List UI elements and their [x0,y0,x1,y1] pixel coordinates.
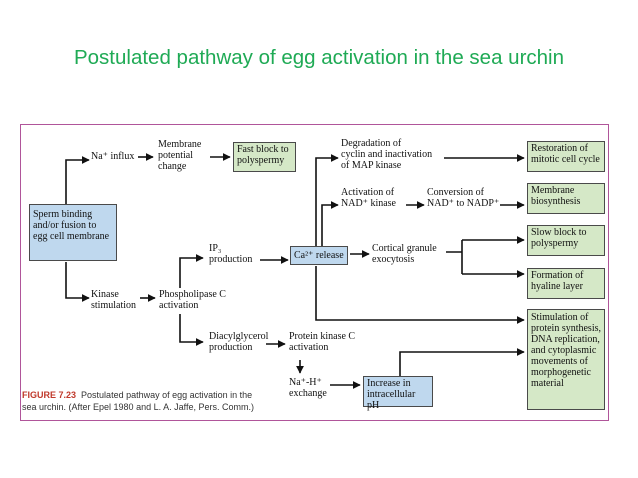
cortical-granule-label: Cortical granule exocytosis [372,243,437,265]
arrow-sperm-kinase [65,262,90,302]
arrow-ca-stimulation [315,266,525,324]
degradation-label: Degradation of cyclin and inactivation o… [341,138,433,171]
fast-block-box: Fast block to polyspermy [233,142,296,172]
cortical-bracket [446,240,463,274]
arrow-ca-degradation [315,154,339,246]
stimulation-box: Stimulation of protein synthesis, DNA re… [527,309,605,410]
ip3-label: IP₃ production [209,243,253,265]
arrow-sperm-na [65,156,90,205]
arrow-ca-nad [321,201,339,246]
figure-frame [20,124,609,421]
na-influx-label: Na⁺ influx [91,151,135,162]
activation-nad-label: Activation of NAD⁺ kinase [341,187,396,209]
na-h-exchange-label: Na⁺-H⁺ exchange [289,377,327,399]
figure-caption: FIGURE 7.23 Postulated pathway of egg ac… [22,390,254,412]
sperm-binding-box: Sperm binding and/or fusion to egg cell … [29,204,117,261]
membrane-potential-label: Membrane potential change [158,139,202,172]
restoration-box: Restoration of mitotic cell cycle [527,141,605,172]
hyaline-layer-box: Formation of hyaline layer [527,268,605,299]
arrow-plc-dag [179,314,204,346]
kinase-stimulation-label: Kinase stimulation [91,289,136,311]
arrow-ph-stimulation [399,348,525,376]
protein-kinase-c-label: Protein kinase C activation [289,331,356,353]
slide-title: Postulated pathway of egg activation in … [73,46,565,69]
ca-release-box: Ca²⁺ release [290,246,348,265]
increase-ph-box: Increase in intracellular pH [363,376,433,411]
slow-block-box: Slow block to polyspermy [527,225,605,256]
arrow-plc-ip3 [179,254,204,288]
phospholipase-label: Phospholipase C activation [159,289,226,311]
membrane-biosynthesis-box: Membrane biosynthesis [527,183,605,214]
figure-number: FIGURE 7.23 [22,390,77,400]
conversion-label: Conversion of NAD⁺ to NADP⁺ [427,187,500,209]
diacylglycerol-label: Diacylglycerol production [209,331,269,353]
